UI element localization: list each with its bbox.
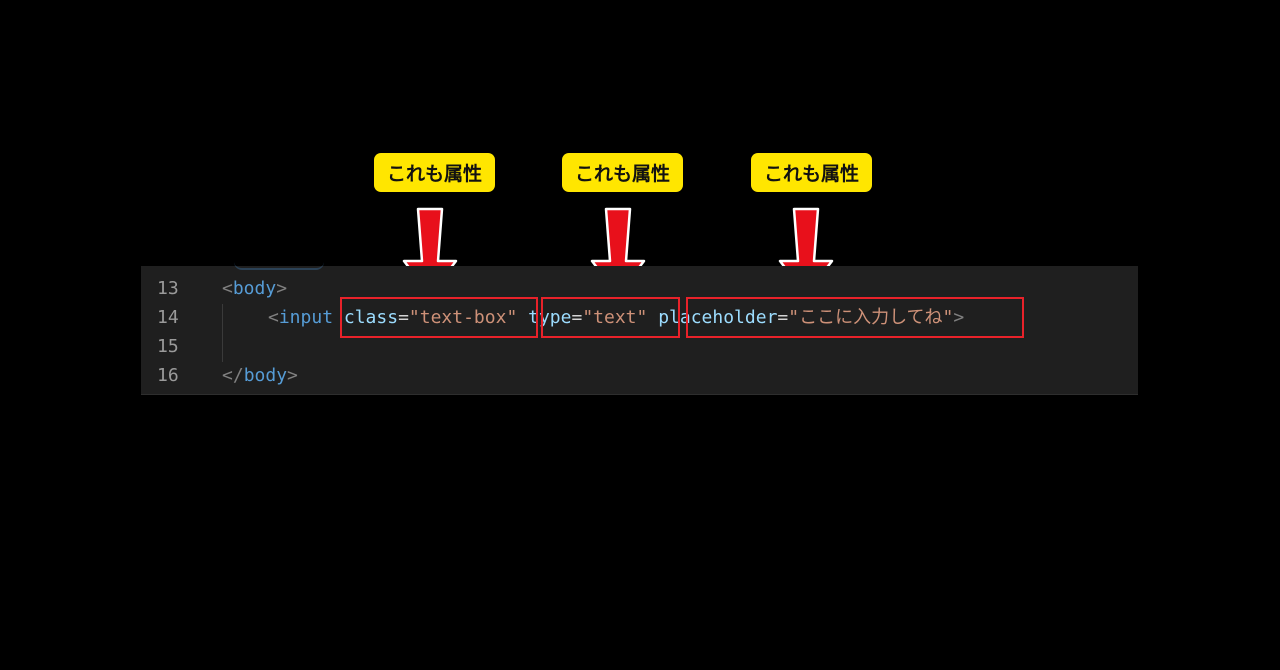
equals-sign: = [777,307,789,328]
tag-bracket: > [953,307,965,328]
equals-sign: = [398,307,409,328]
code-editor: 13 <body> 14 <input class="text-box" typ… [141,266,1138,395]
tag-bracket: < [222,278,233,299]
code-line: 13 <body> [141,274,1138,303]
attribute-highlight-box [340,297,538,338]
equals-sign: = [571,307,583,328]
attribute-name: type [528,307,572,328]
code-text[interactable]: <input class="text-box" type="text" plac… [268,303,964,332]
clipped-previous-line [234,254,324,270]
line-number: 14 [157,307,179,328]
indent-guide [222,304,223,362]
tag-name: body [243,365,288,386]
line-number: 13 [157,278,179,299]
code-text[interactable]: </body> [222,361,298,390]
attribute-value: "text-box" [408,307,518,328]
callout-label: これも属性 [562,153,683,192]
code-line: 15 [141,332,1138,361]
callout-label: これも属性 [374,153,495,192]
code-text[interactable]: <body> [222,274,287,303]
tag-bracket: </ [222,365,244,386]
callout-label: これも属性 [751,153,872,192]
tag-name: input [278,307,334,328]
tag-bracket: > [287,365,298,386]
line-number: 15 [157,336,179,357]
code-line: 16 </body> [141,361,1138,390]
attribute-name: class [343,307,399,328]
attribute-value: "text" [582,307,648,328]
line-number: 16 [157,365,179,386]
attribute-highlight-box [541,297,680,338]
code-line: 14 <input class="text-box" type="text" p… [141,303,1138,332]
tag-bracket: < [268,307,279,328]
attribute-highlight-box [686,297,1024,338]
attribute-value: "ここに入力してね" [788,307,954,328]
tag-bracket: > [276,278,288,299]
attribute-name: placeholder [658,307,778,328]
tag-name: body [232,278,277,299]
